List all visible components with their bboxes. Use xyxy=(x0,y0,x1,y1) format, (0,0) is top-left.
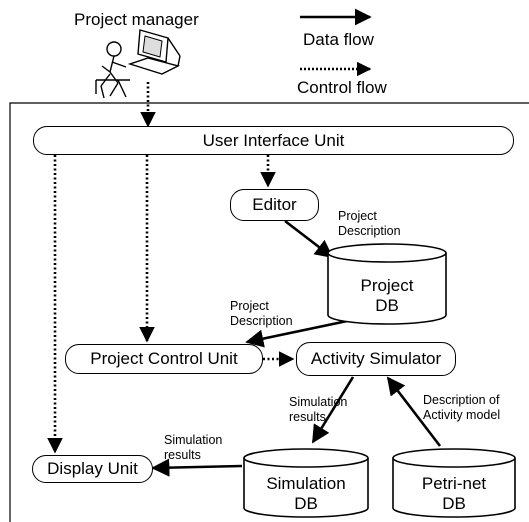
edge-simulator-to-simdb xyxy=(311,376,355,444)
simulation-db-label: Simulation DB xyxy=(244,474,368,514)
edge-petridb-to-simulator xyxy=(386,376,442,447)
edge-label-line: results xyxy=(289,410,326,424)
simulation-db-line2: DB xyxy=(294,494,318,513)
petri-net-db-label: Petri-net DB xyxy=(393,474,515,514)
edge-label-project-description-1: Project Description xyxy=(338,209,401,239)
edge-label-project-description-2: Project Description xyxy=(230,299,293,329)
edge-editor-to-projectdb xyxy=(284,219,334,259)
edge-label-line: Simulation xyxy=(164,433,223,447)
edge-projectdb-to-control xyxy=(245,318,353,348)
edge-label-line: Project xyxy=(230,299,269,313)
project-control-unit: Project Control Unit xyxy=(65,344,263,374)
system-boundary xyxy=(9,102,529,522)
project-db-label: Project DB xyxy=(328,276,446,316)
user-interface-unit: User Interface Unit xyxy=(33,126,514,155)
editor-label: Editor xyxy=(252,195,297,214)
project-db-cylinder xyxy=(327,243,447,325)
edge-simdb-to-display xyxy=(151,458,243,477)
edge-label-line: Description xyxy=(230,314,293,328)
edge-label-line: results xyxy=(164,448,201,462)
edge-label-line: Description of xyxy=(423,393,500,407)
actor-label: Project manager xyxy=(74,10,199,29)
edge-label-line: Description xyxy=(338,224,401,238)
edge-label-line: Activity model xyxy=(423,408,501,422)
petri-net-db-cylinder xyxy=(392,448,516,518)
edge-label-simulation-results-1: Simulation results xyxy=(289,395,347,425)
petri-net-db-line2: DB xyxy=(442,494,466,513)
edge-label-line: Project xyxy=(338,209,377,223)
activity-simulator: Activity Simulator xyxy=(296,342,456,376)
edge-label-activity-model: Description of Activity model xyxy=(423,393,500,423)
activity-simulator-label: Activity Simulator xyxy=(310,349,442,368)
display-unit-label: Display Unit xyxy=(47,459,138,478)
edge-label-line: Simulation xyxy=(289,395,348,409)
user-interface-unit-label: User Interface Unit xyxy=(202,130,345,150)
petri-net-db-line1: Petri-net xyxy=(421,474,487,493)
edge-label-simulation-results-2: Simulation results xyxy=(164,433,222,463)
simulation-db-line1: Simulation xyxy=(266,474,346,493)
display-unit: Display Unit xyxy=(32,455,153,483)
simulation-db-cylinder xyxy=(243,448,369,518)
legend-control-flow-label: Control flow xyxy=(297,78,387,97)
project-db-line2: DB xyxy=(375,296,399,315)
legend-data-flow-label: Data flow xyxy=(303,30,374,49)
project-db-line1: Project xyxy=(360,276,414,295)
editor-node: Editor xyxy=(230,189,319,221)
project-manager-icon xyxy=(95,29,181,99)
project-control-unit-label: Project Control Unit xyxy=(90,349,238,368)
